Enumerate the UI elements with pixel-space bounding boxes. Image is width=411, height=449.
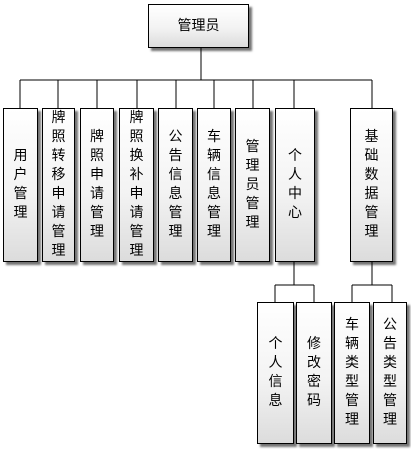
node-basic-data-management: 基础数据管理 [350,108,393,262]
node-vehicle-management: 车辆信息管理 [197,108,231,262]
node-plate-transfer-management: 牌照转移申请管理 [42,108,75,262]
node-label: 管理员管理 [245,138,260,231]
node-notice-type-management: 公告类型管理 [373,302,407,444]
node-label: 公告类型管理 [383,317,397,428]
node-label: 牌照转移申请管理 [51,110,66,259]
node-plate-replacement-management: 牌照换补申请管理 [119,108,154,262]
node-personal-info: 个人信息 [257,302,294,444]
node-personal-center: 个人中心 [275,108,315,262]
root-node-admin: 管理员 [148,4,249,48]
node-label: 管理员 [177,17,220,34]
node-label: 车辆信息管理 [207,129,221,240]
node-label: 牌照申请管理 [90,129,104,240]
node-admin-management: 管理员管理 [235,108,270,262]
node-notice-management: 公告信息管理 [158,108,193,262]
node-label: 个人中心 [288,148,302,221]
node-label: 修改密码 [307,336,321,409]
node-user-management: 用户管理 [3,108,38,262]
node-label: 基础数据管理 [364,129,379,240]
node-change-password: 修改密码 [296,302,332,444]
node-label: 公告信息管理 [168,129,183,240]
node-label: 牌照换补申请管理 [129,110,144,259]
node-plate-application-management: 牌照申请管理 [80,108,114,262]
node-label: 用户管理 [13,148,28,221]
node-label: 车辆类型管理 [345,317,359,428]
node-vehicle-type-management: 车辆类型管理 [334,302,370,444]
node-label: 个人信息 [268,336,283,409]
